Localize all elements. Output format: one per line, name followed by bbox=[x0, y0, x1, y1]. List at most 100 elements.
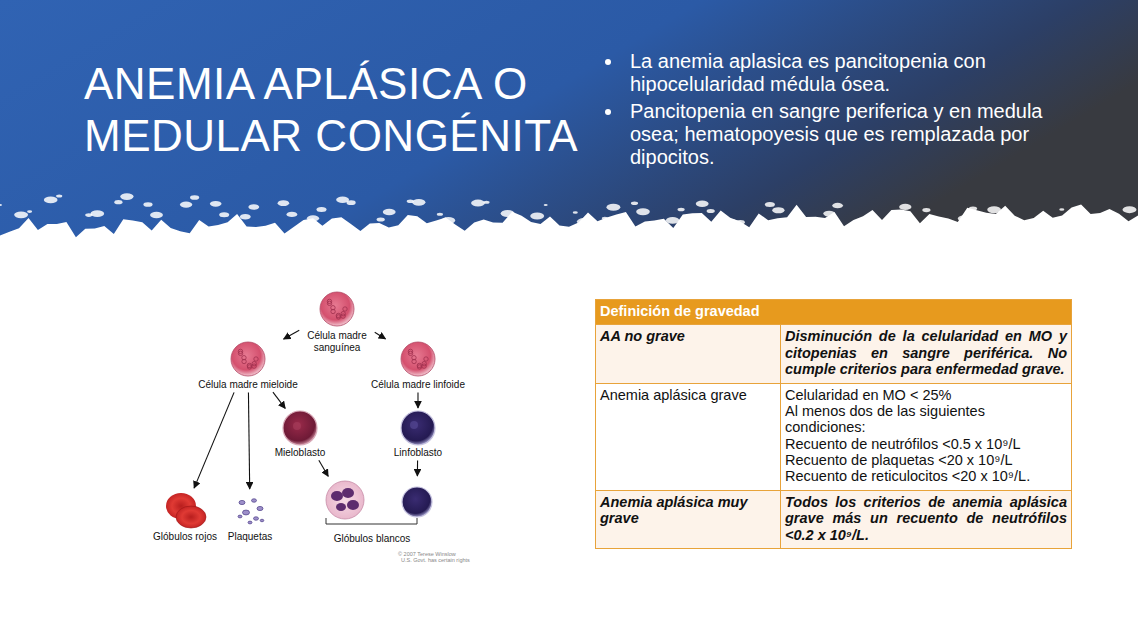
table-row: Definición de gravedad bbox=[596, 300, 1072, 325]
cell-node: Célula madre linfoide bbox=[371, 340, 465, 391]
copyright-note: U.S. Govt. has certain rights bbox=[401, 557, 470, 563]
torn-edge-speck bbox=[442, 217, 456, 224]
lineage-arrow bbox=[417, 393, 418, 409]
torn-edge-speck bbox=[56, 194, 62, 197]
cell-text: Recuento de reticulocitos <20 x 10⁹/L. bbox=[785, 468, 1067, 484]
cell-text: Todos los criterios de anemia aplásica g… bbox=[785, 494, 1067, 543]
bullet-text: La anemia aplasica es pancitopenia con h… bbox=[624, 50, 1094, 96]
table-row: AA no grave Disminución de la celularidad… bbox=[596, 325, 1072, 383]
table-cell: AA no grave bbox=[596, 325, 781, 383]
torn-edge-speck bbox=[726, 219, 738, 225]
cell-node: Glóbulos blancos bbox=[307, 478, 437, 545]
table-cell: Anemia aplásica grave bbox=[596, 383, 781, 490]
cell-label: Glóbulos blancos bbox=[334, 533, 411, 545]
torn-edge-speck bbox=[85, 213, 92, 217]
cell-text: Anemia aplásica muy grave bbox=[600, 494, 776, 527]
table-cell: Anemia aplásica muy grave bbox=[596, 490, 781, 548]
cell-text: Disminución de la celularidad en MO y ci… bbox=[785, 328, 1067, 377]
torn-edge-speck bbox=[90, 210, 104, 217]
stem-cell-picture bbox=[401, 342, 435, 376]
torn-edge-speck bbox=[928, 218, 941, 224]
torn-edge-speck bbox=[336, 197, 349, 203]
torn-edge-speck bbox=[501, 210, 515, 217]
cell-node: Mieloblasto bbox=[275, 410, 326, 459]
cell-illustration bbox=[162, 490, 208, 530]
cell-text: Recuento de neutrófilos <0.5 x 10⁹/L bbox=[785, 436, 1067, 452]
cell-node: Linfoblasto bbox=[394, 410, 442, 459]
torn-edge-speck bbox=[573, 211, 578, 214]
torn-edge-speck bbox=[892, 214, 901, 219]
torn-edge-speck bbox=[969, 206, 977, 210]
torn-edge-speck bbox=[602, 217, 608, 220]
torn-edge-speck bbox=[1093, 220, 1107, 227]
torn-edge-speck bbox=[707, 209, 715, 213]
cell-label: Plaquetas bbox=[228, 531, 272, 543]
torn-edge-speck bbox=[1029, 219, 1035, 222]
torn-edge-speck bbox=[14, 211, 28, 218]
severity-table: Definición de gravedad AA no grave Disminu… bbox=[595, 299, 1072, 549]
cell-label: Glóbulos rojos bbox=[153, 531, 217, 543]
cell-illustration bbox=[228, 340, 268, 378]
table-row: Anemia aplásica muy grave Todos los crite… bbox=[596, 490, 1072, 548]
torn-edge-speck bbox=[248, 204, 259, 209]
bullet-list: La anemia aplasica es pancitopenia con h… bbox=[602, 50, 1094, 173]
lineage-arrow bbox=[375, 332, 386, 339]
cell-illustration bbox=[307, 478, 437, 532]
torn-edge-speck bbox=[219, 212, 229, 217]
group-bracket bbox=[326, 518, 417, 524]
torn-edge-speck bbox=[278, 200, 290, 206]
torn-edge-speck bbox=[1017, 224, 1031, 231]
torn-edge-speck bbox=[1063, 216, 1077, 223]
wbc-cell-picture bbox=[326, 481, 432, 524]
torn-edge-speck bbox=[514, 220, 519, 223]
cell-label: Célula madre linfoide bbox=[371, 379, 465, 391]
cell-label: Célula madre sanguínea bbox=[301, 330, 373, 353]
bullet-text: Pancitopenia en sangre periferica y en m… bbox=[624, 100, 1094, 169]
torn-edge-speck bbox=[899, 204, 911, 210]
table-cell: Disminución de la celularidad en MO y ci… bbox=[781, 325, 1072, 383]
torn-edge-speck bbox=[383, 209, 396, 215]
torn-edge-speck bbox=[150, 212, 163, 218]
cell-text: Celularidad en MO < 25% bbox=[785, 387, 1067, 403]
stem-cell-picture bbox=[231, 342, 265, 376]
banner-ground bbox=[0, 0, 1138, 237]
cell-illustration bbox=[281, 410, 319, 446]
lineage-arrow bbox=[194, 392, 234, 488]
lineage-arrow bbox=[417, 461, 418, 477]
cell-text: AA no grave bbox=[600, 328, 776, 344]
torn-edge-speck bbox=[1059, 208, 1064, 211]
torn-edge-speck bbox=[180, 201, 192, 207]
torn-edge-speck bbox=[286, 212, 297, 217]
cell-node: Célula madre sanguínea bbox=[301, 289, 373, 353]
table-cell: Celularidad en MO < 25%Al menos dos de l… bbox=[781, 383, 1072, 490]
rbc-cell-picture bbox=[166, 493, 206, 528]
torn-edge-speck bbox=[114, 200, 122, 204]
torn-edge-speck bbox=[1089, 227, 1093, 229]
cell-text: Anemia aplásica grave bbox=[600, 387, 776, 403]
copyright-note: © 2007 Terese Winslow bbox=[398, 551, 456, 557]
torn-edge-speck bbox=[678, 208, 685, 212]
torn-edge-speck bbox=[862, 219, 872, 224]
cell-text: Recuento de plaquetas <20 x 10⁹/L bbox=[785, 452, 1067, 468]
torn-edge-speck bbox=[631, 201, 638, 205]
torn-edge-speck bbox=[696, 200, 709, 206]
torn-edge-speck bbox=[210, 201, 222, 207]
cell-node: Plaquetas bbox=[228, 491, 272, 543]
torn-edge-speck bbox=[794, 220, 805, 225]
torn-edge-speck bbox=[958, 215, 971, 222]
cell-node: Glóbulos rojos bbox=[153, 490, 217, 543]
stem-cell-picture bbox=[320, 292, 354, 326]
torn-edge-speck bbox=[922, 208, 930, 212]
cell-label: Célula madre mieloide bbox=[198, 379, 298, 391]
torn-edge-speck bbox=[870, 222, 882, 228]
lineage-arrow bbox=[319, 460, 328, 476]
plt-cell-picture bbox=[238, 499, 264, 524]
cell-illustration bbox=[317, 289, 357, 329]
table-row: Anemia aplásica grave Celularidad en MO <… bbox=[596, 383, 1072, 490]
torn-edge-speck bbox=[412, 199, 425, 206]
torn-edge-speck bbox=[544, 204, 548, 206]
torn-edge-speck bbox=[577, 218, 591, 225]
torn-edge-speck bbox=[0, 204, 2, 206]
lineage-arrow bbox=[284, 330, 300, 339]
torn-edge-speck bbox=[407, 200, 414, 204]
